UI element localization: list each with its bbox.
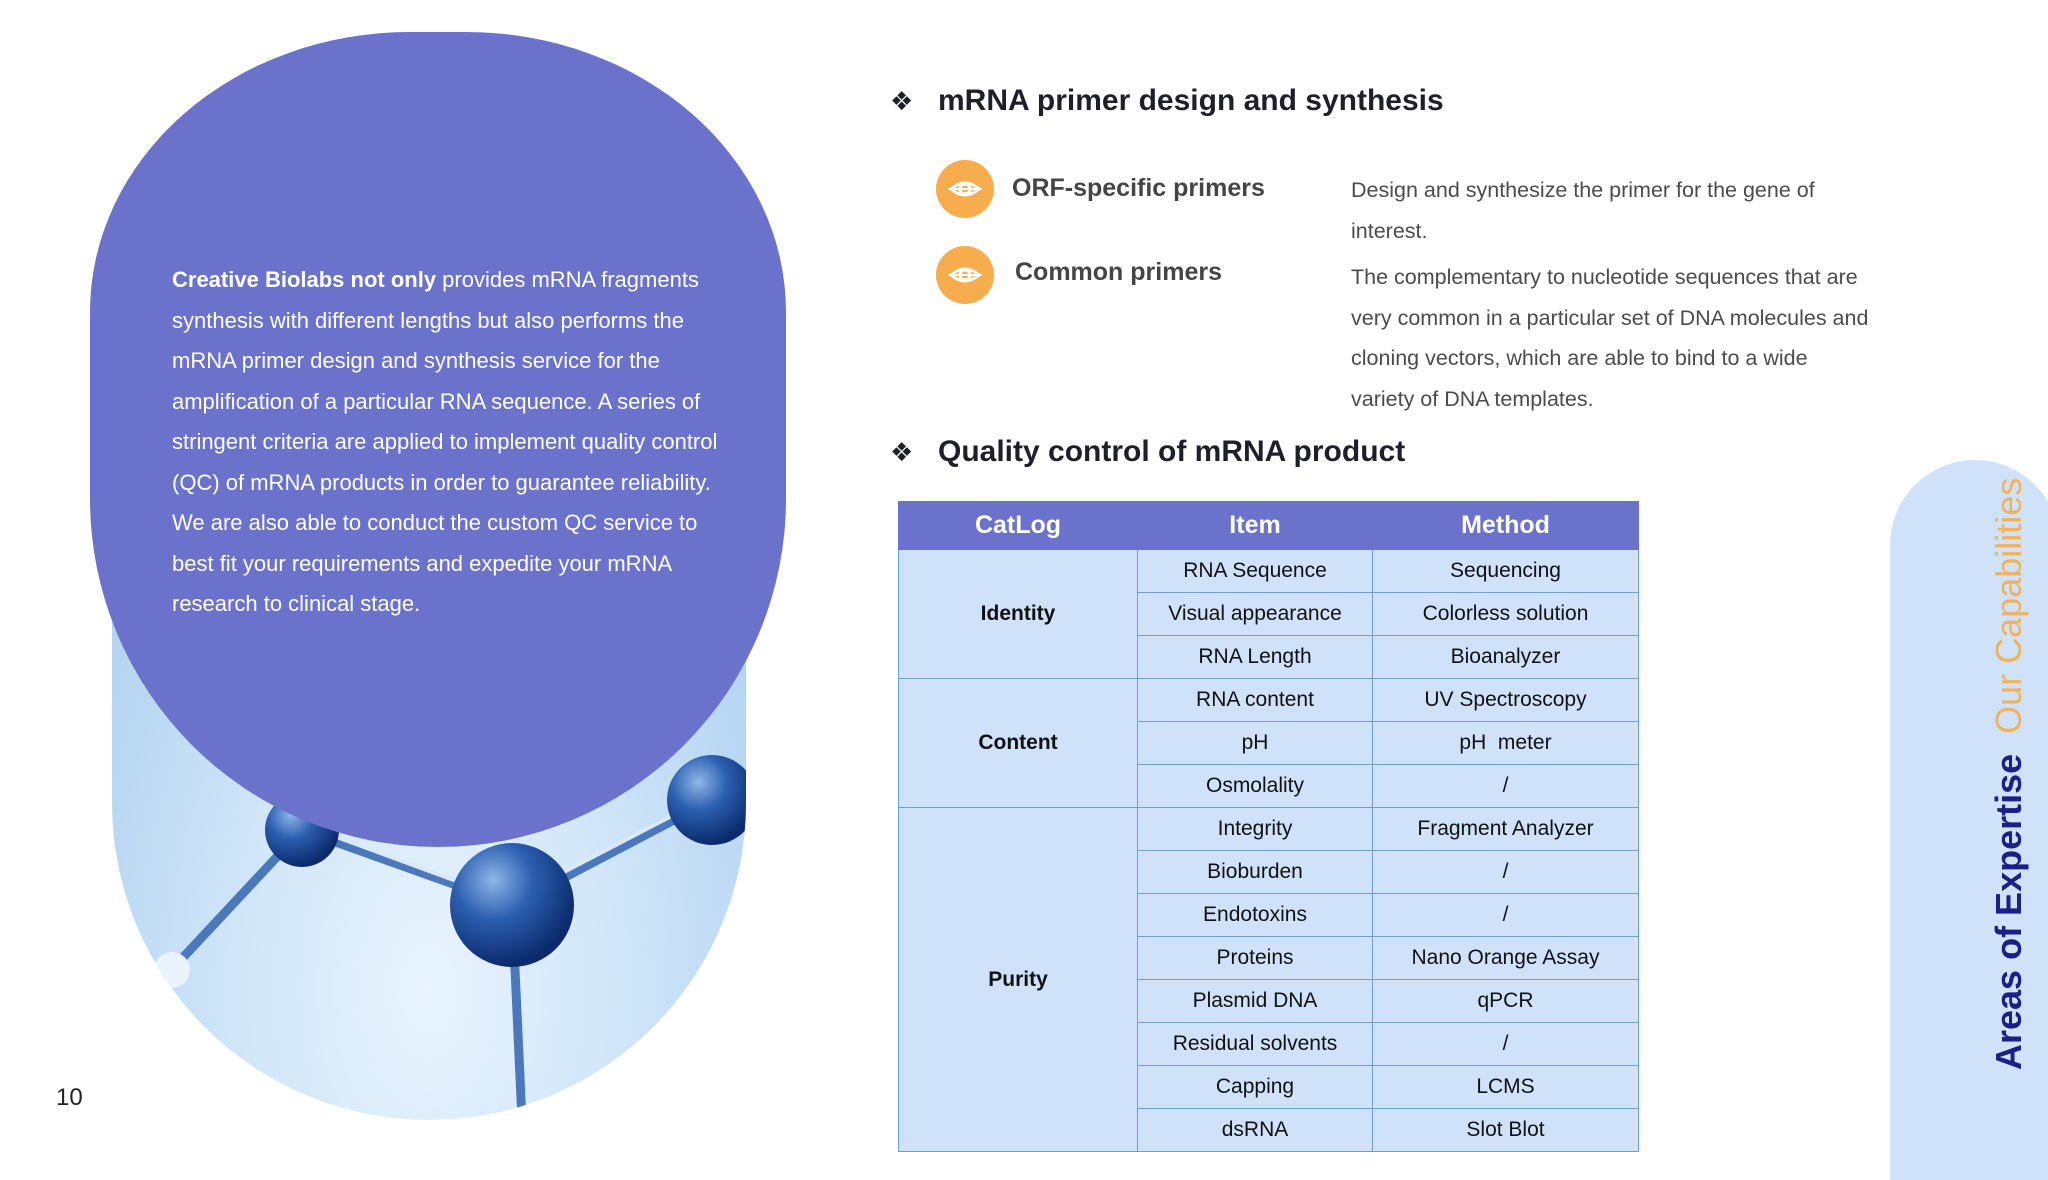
eye-icon [936, 160, 994, 218]
table-cell-item: Bioburden [1137, 850, 1373, 894]
primer-name-orf: ORF-specific primers [1012, 174, 1265, 202]
category-identity: Identity [898, 549, 1138, 679]
table-cell-item: Proteins [1137, 936, 1373, 980]
table-cell-item: Integrity [1137, 807, 1373, 851]
section-heading-qc: ❖ Quality control of mRNA product [890, 435, 1405, 469]
table-row: pH pH meter [899, 721, 1639, 765]
table-cell-method: UV Spectroscopy [1372, 678, 1639, 722]
section-title: mRNA primer design and synthesis [938, 84, 1444, 117]
section-title: Quality control of mRNA product [938, 435, 1406, 468]
table-row: dsRNA Slot Blot [899, 1108, 1639, 1152]
diamond-bullet-icon: ❖ [890, 436, 914, 467]
table-row: Identity RNA Sequence Sequencing [898, 549, 1639, 679]
table-cell-item: Residual solvents [1137, 1022, 1373, 1066]
table-cell-item: dsRNA [1137, 1108, 1373, 1152]
table-row: Plasmid DNA qPCR [899, 979, 1639, 1023]
intro-text: Creative Biolabs not only provides mRNA … [172, 260, 732, 625]
page-number: 10 [56, 1084, 83, 1111]
table-cell-method: Bioanalyzer [1372, 635, 1639, 679]
intro-bold: Creative Biolabs not only [172, 267, 437, 292]
table-row: Proteins Nano Orange Assay [899, 936, 1639, 980]
table-row: Capping LCMS [899, 1065, 1639, 1109]
section-heading-primer: ❖ mRNA primer design and synthesis [890, 84, 1444, 118]
category-purity: Purity [898, 807, 1138, 1152]
table-cell-method: / [1372, 850, 1639, 894]
table-cell-method: LCMS [1372, 1065, 1639, 1109]
table-row: Visual appearance Colorless solution [899, 592, 1639, 636]
table-cell-method: Fragment Analyzer [1372, 807, 1639, 851]
qc-table: CatLog Item Method Identity RNA Sequence… [898, 501, 1639, 1152]
table-cell-method: Sequencing [1372, 549, 1639, 593]
primer-desc-orf: Design and synthesize the primer for the… [1351, 178, 1815, 243]
side-tab-strong: Areas of Expertise [1988, 753, 2029, 1070]
table-cell-item: RNA Length [1137, 635, 1373, 679]
table-header-row: CatLog Item Method [898, 501, 1639, 550]
table-cell-method: qPCR [1372, 979, 1639, 1023]
header-catlog: CatLog [898, 501, 1138, 550]
table-row: Purity Integrity Fragment Analyzer [898, 807, 1639, 1152]
table-cell-method: / [1372, 1022, 1639, 1066]
table-cell-method: Nano Orange Assay [1372, 936, 1639, 980]
table-cell-item: pH [1137, 721, 1373, 765]
table-cell-method: / [1372, 764, 1639, 808]
primer-desc-common: The complementary to nucleotide sequence… [1351, 265, 1869, 411]
table-row: Osmolality / [899, 764, 1639, 808]
intro-card [90, 32, 786, 847]
category-content: Content [898, 678, 1138, 808]
table-cell-method: pH meter [1372, 721, 1639, 765]
side-tab-label: Areas of Expertise Our Capabilities [1988, 478, 2030, 1070]
table-row: Content RNA content UV Spectroscopy [898, 678, 1639, 808]
eye-icon [936, 246, 994, 304]
table-cell-item: Capping [1137, 1065, 1373, 1109]
table-cell-item: RNA Sequence [1137, 549, 1373, 593]
table-row: RNA Length Bioanalyzer [899, 635, 1639, 679]
diamond-bullet-icon: ❖ [890, 85, 914, 116]
table-cell-method: Slot Blot [1372, 1108, 1639, 1152]
table-cell-item: Endotoxins [1137, 893, 1373, 937]
table-cell-item: Plasmid DNA [1137, 979, 1373, 1023]
table-cell-item: Visual appearance [1137, 592, 1373, 636]
table-row: Endotoxins / [899, 893, 1639, 937]
table-cell-item: RNA content [1137, 678, 1373, 722]
header-method: Method [1372, 501, 1639, 550]
table-row: Bioburden / [899, 850, 1639, 894]
intro-body: provides mRNA fragments synthesis with d… [172, 267, 718, 616]
primer-name-common: Common primers [1015, 258, 1222, 286]
table-cell-item: Osmolality [1137, 764, 1373, 808]
table-cell-method: Colorless solution [1372, 592, 1639, 636]
header-item: Item [1137, 501, 1373, 550]
side-tab-light: Our Capabilities [1988, 477, 2029, 734]
table-cell-method: / [1372, 893, 1639, 937]
side-tab [1890, 460, 2048, 1180]
